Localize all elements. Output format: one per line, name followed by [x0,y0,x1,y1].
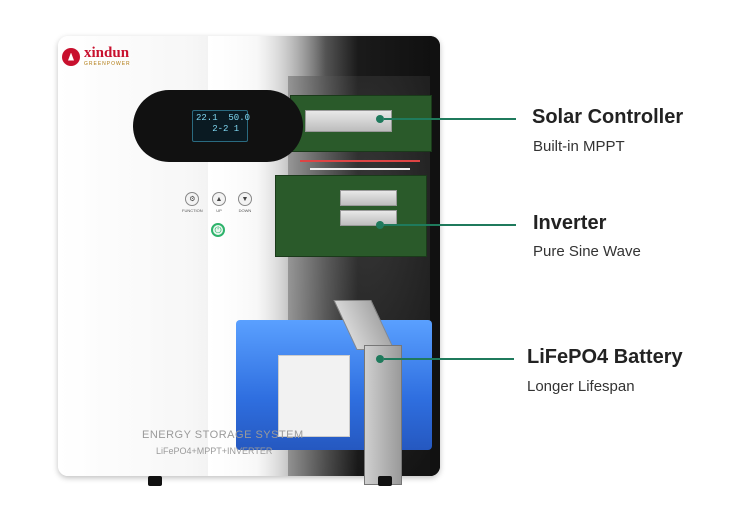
callout-dot-battery [376,355,384,363]
controller-heatsink [305,110,392,132]
cabinet-caption-title: ENERGY STORAGE SYSTEM [142,429,304,441]
callout-line-solar [384,118,516,120]
callout-subtitle-solar: Built-in MPPT [533,138,625,155]
battery-label-sticker [278,355,350,437]
cabinet-foot-left [148,476,162,486]
callout-title-inverter: Inverter [533,212,607,234]
down-arrow-icon: ▼ [238,192,252,206]
callout-line-inverter [384,224,516,226]
callout-dot-solar [376,115,384,123]
function-button[interactable]: ⚙ FUNCTION [182,192,203,213]
inverter-heatsink-1 [340,190,397,206]
up-arrow-icon: ▲ [212,192,226,206]
battery-bracket [364,345,402,485]
brand-subtitle: GREENPOWER [84,61,131,67]
power-button[interactable]: ⏻ [211,223,225,237]
logo-icon [62,47,80,66]
down-button[interactable]: ▼ DOWN [238,192,252,213]
up-button[interactable]: ▲ UP [212,192,226,213]
cabinet-caption-subtitle: LiFePO4+MPPT+INVERTER [156,446,273,456]
brand-logo: xindun GREENPOWER [62,46,131,67]
callout-subtitle-battery: Longer Lifespan [527,378,635,395]
gear-icon: ⚙ [185,192,200,206]
callout-dot-inverter [376,221,384,229]
power-icon: ⏻ [214,224,222,235]
callout-subtitle-inverter: Pure Sine Wave [533,243,641,260]
brand-name: xindun [84,45,130,61]
function-label: FUNCTION [182,208,203,213]
down-label: DOWN [238,208,252,213]
callout-line-battery [384,358,514,360]
callout-title-battery: LiFePO4 Battery [527,346,683,368]
up-label: UP [216,208,222,213]
cabinet-foot-right [378,476,392,486]
callout-title-solar: Solar Controller [532,106,684,128]
lcd-screen: 22.1 50.0 2-2 1 [192,110,250,142]
